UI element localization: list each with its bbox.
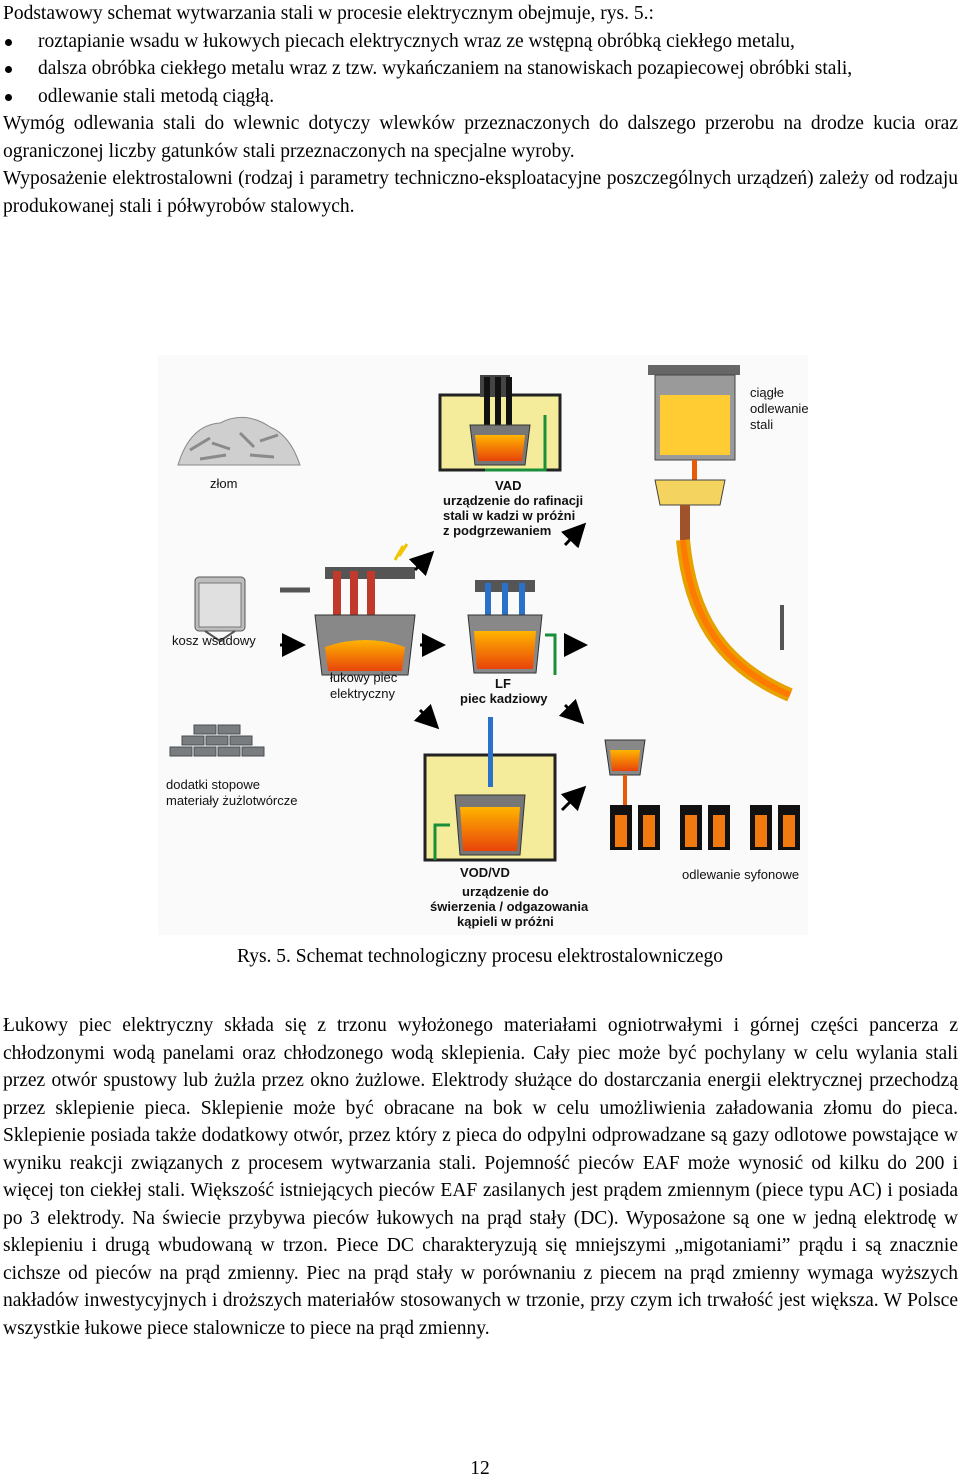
page-number: 12: [470, 1458, 490, 1479]
bullet-item: roztapianie wsadu w łukowych piecach ele…: [3, 28, 958, 56]
paragraph-eaf-description: Łukowy piec elektryczny składa się z trz…: [3, 1015, 958, 1339]
paragraph-equipment: Wyposażenie elektrostalowni (rodzaj i pa…: [3, 168, 958, 217]
label-vad-1: urządzenie do rafinacji: [443, 493, 583, 508]
paragraph-ingot-casting: Wymóg odlewania stali do wlewnic dotyczy…: [3, 113, 958, 162]
figure-caption: Rys. 5. Schemat technologiczny procesu e…: [236, 946, 724, 967]
process-schematic-figure: złom kosz wsadowy dodatki stopowe materi…: [150, 355, 810, 935]
bullet-item: odlewanie stali metodą ciągłą.: [3, 83, 958, 111]
arrow-icon: [558, 698, 585, 725]
bullet-item: dalsza obróbka ciekłego metalu wraz z tz…: [3, 55, 958, 83]
label-continuous-casting-2: odlewanie: [750, 401, 809, 416]
label-vad-title: VAD: [495, 478, 521, 493]
label-vod-title: VOD/VD: [460, 865, 510, 880]
label-continuous-casting-1: ciągłe: [750, 385, 784, 400]
bullet-dot-icon: [5, 66, 12, 73]
label-alloy-additions-1: dodatki stopowe: [166, 777, 260, 792]
vad-unit-icon: [438, 375, 562, 472]
label-vod-1: urządzenie do: [462, 884, 549, 899]
ladle-furnace-icon: [467, 580, 557, 675]
body-section: Łukowy piec elektryczny składa się z trz…: [3, 1012, 958, 1342]
vod-vd-unit-icon: [423, 717, 557, 862]
label-lf-title: LF: [495, 676, 511, 691]
label-vod-2: świerzenia / odgazowania: [430, 899, 589, 914]
intro-section: Podstawowy schemat wytwarzania stali w p…: [3, 0, 958, 220]
arrow-icon: [408, 550, 435, 577]
bullet-dot-icon: [5, 93, 12, 101]
intro-lead: Podstawowy schemat wytwarzania stali w p…: [3, 3, 654, 24]
label-eaf-2: elektryczny: [330, 686, 396, 701]
bullet-dot-icon: [5, 38, 12, 46]
label-vod-3: kąpieli w próżni: [457, 914, 554, 929]
alloy-additions-icon: [169, 724, 265, 757]
label-alloy-additions-2: materiały żużlotwórcze: [166, 793, 298, 808]
label-continuous-casting-3: stali: [750, 417, 773, 432]
label-scrap: złom: [210, 476, 237, 491]
process-bullet-list: roztapianie wsadu w łukowych piecach ele…: [3, 28, 958, 111]
label-vad-2: stali w kadzi w próżni: [443, 508, 575, 523]
siphon-casting-icon: [604, 739, 800, 850]
label-vad-3: z podgrzewaniem: [443, 523, 551, 538]
flow-arrows: [280, 522, 588, 812]
label-lf-1: piec kadziowy: [460, 691, 548, 706]
scrap-pile-icon: [177, 416, 301, 466]
arrow-icon: [560, 522, 587, 549]
electric-arc-furnace-icon: [280, 543, 416, 676]
label-eaf-1: łukowy piec: [330, 670, 398, 685]
arrow-icon: [560, 785, 587, 812]
charge-basket-icon: [194, 576, 246, 643]
label-siphon-casting: odlewanie syfonowe: [682, 867, 799, 882]
arrow-icon: [413, 703, 440, 730]
process-schematic-svg: złom kosz wsadowy dodatki stopowe materi…: [158, 355, 809, 935]
continuous-casting-icon: [648, 365, 793, 702]
label-charge-basket: kosz wsadowy: [172, 633, 256, 648]
